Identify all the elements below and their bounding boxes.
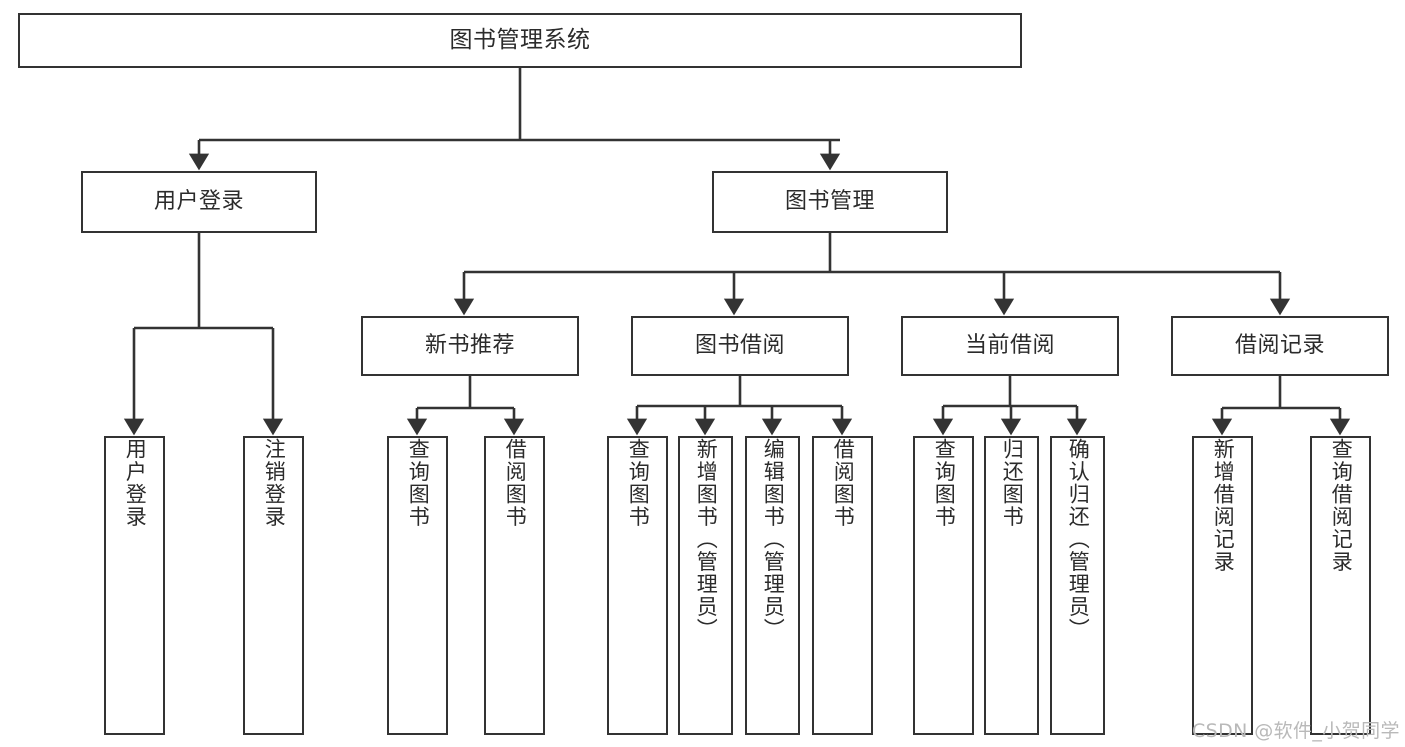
node-leaf-add-borrow-record-label: 新增借阅记录 — [1211, 438, 1236, 573]
node-leaf-query-book-bb-label: 查询图书 — [626, 438, 651, 528]
node-level2-user-login-label: 用户登录 — [153, 189, 244, 215]
node-level3-book-borrow[interactable]: 图书借阅 — [631, 316, 849, 376]
node-level3-current-borrow[interactable]: 当前借阅 — [901, 316, 1119, 376]
node-leaf-user-login[interactable]: 用户登录 — [104, 436, 165, 735]
node-leaf-query-book-nbr[interactable]: 查询图书 — [387, 436, 448, 735]
node-level3-new-book-recommend[interactable]: 新书推荐 — [361, 316, 579, 376]
node-leaf-query-book-nbr-label: 查询图书 — [406, 438, 431, 528]
node-leaf-edit-book-admin-label: 编辑图书（管理员） — [761, 438, 786, 641]
node-level3-current-borrow-label: 当前借阅 — [964, 333, 1055, 359]
node-leaf-user-login-label: 用户登录 — [123, 438, 148, 528]
node-leaf-logout[interactable]: 注销登录 — [243, 436, 304, 735]
node-leaf-borrow-book-nbr[interactable]: 借阅图书 — [484, 436, 545, 735]
node-level2-user-login[interactable]: 用户登录 — [81, 171, 317, 233]
node-leaf-query-book-cb[interactable]: 查询图书 — [913, 436, 974, 735]
node-leaf-borrow-book-bb[interactable]: 借阅图书 — [812, 436, 873, 735]
node-level3-borrow-record-label: 借阅记录 — [1234, 333, 1325, 359]
node-leaf-confirm-return-admin[interactable]: 确认归还（管理员） — [1050, 436, 1105, 735]
node-leaf-borrow-book-bb-label: 借阅图书 — [831, 438, 856, 528]
node-level3-new-book-recommend-label: 新书推荐 — [424, 333, 515, 359]
node-leaf-borrow-book-nbr-label: 借阅图书 — [503, 438, 528, 528]
node-leaf-return-book[interactable]: 归还图书 — [984, 436, 1039, 735]
node-leaf-query-book-bb[interactable]: 查询图书 — [607, 436, 668, 735]
node-level2-book-management[interactable]: 图书管理 — [712, 171, 948, 233]
node-leaf-confirm-return-admin-label: 确认归还（管理员） — [1066, 438, 1091, 641]
node-leaf-add-borrow-record[interactable]: 新增借阅记录 — [1192, 436, 1253, 735]
node-leaf-add-book-admin-label: 新增图书（管理员） — [694, 438, 719, 641]
node-leaf-query-book-cb-label: 查询图书 — [932, 438, 957, 528]
node-level2-book-management-label: 图书管理 — [784, 189, 875, 215]
node-leaf-query-borrow-record-label: 查询借阅记录 — [1329, 438, 1354, 573]
node-leaf-logout-label: 注销登录 — [262, 438, 287, 528]
node-level3-borrow-record[interactable]: 借阅记录 — [1171, 316, 1389, 376]
node-leaf-add-book-admin[interactable]: 新增图书（管理员） — [678, 436, 733, 735]
node-leaf-query-borrow-record[interactable]: 查询借阅记录 — [1310, 436, 1371, 735]
node-level3-book-borrow-label: 图书借阅 — [694, 333, 785, 359]
node-root[interactable]: 图书管理系统 — [18, 13, 1022, 68]
node-leaf-return-book-label: 归还图书 — [1000, 438, 1025, 528]
node-root-label: 图书管理系统 — [449, 27, 591, 54]
node-leaf-edit-book-admin[interactable]: 编辑图书（管理员） — [745, 436, 800, 735]
